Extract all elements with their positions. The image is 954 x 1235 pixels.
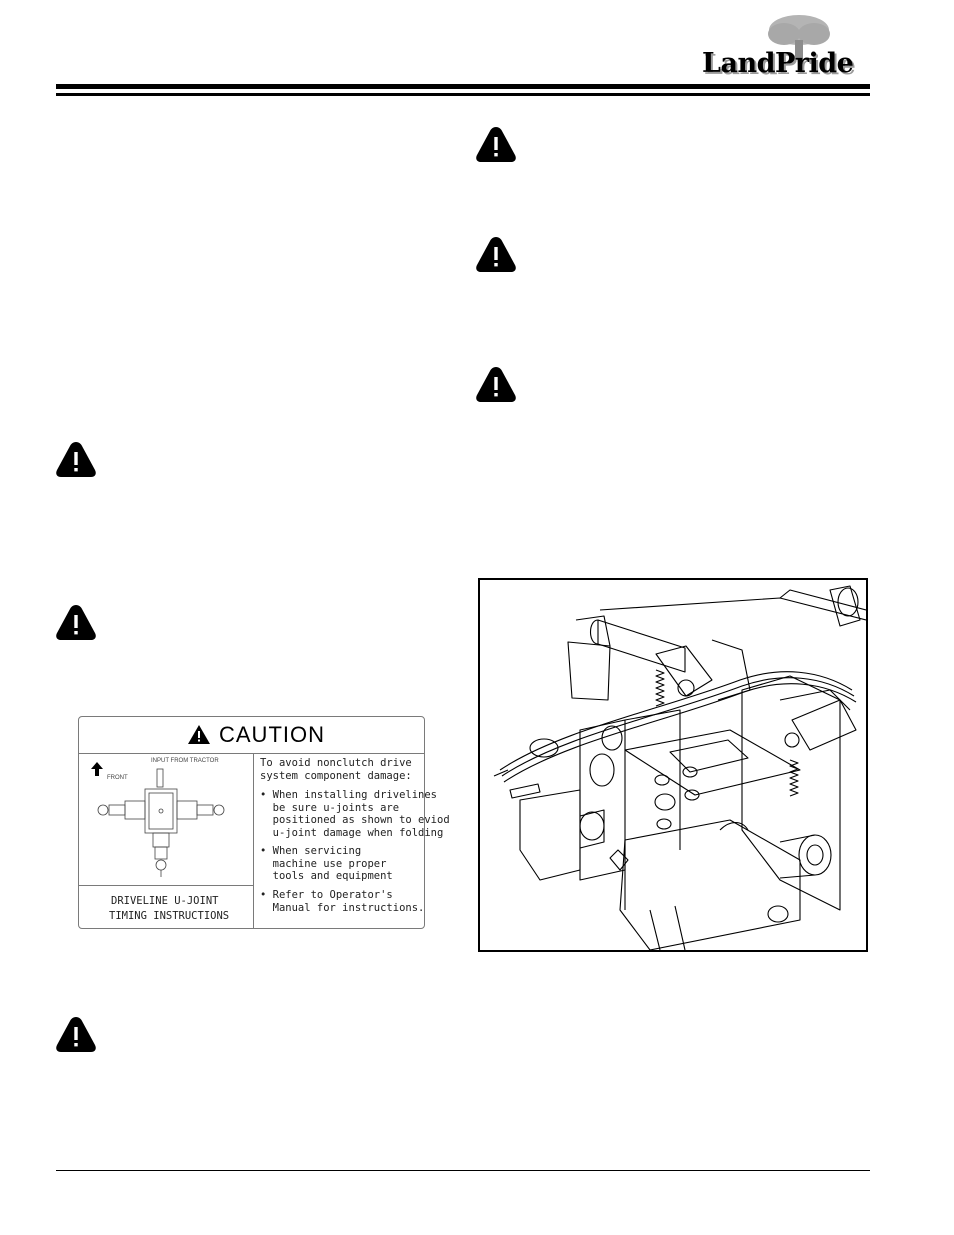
decal-bullet-3: • Refer to Operator's Manual for instruc…	[260, 889, 425, 914]
footer-rule	[56, 1170, 870, 1171]
hitch-drawing	[493, 585, 866, 950]
timing-title-line1: DRIVELINE U-JOINT	[111, 895, 219, 907]
decal-intro: To avoid nonclutch drive system componen…	[260, 757, 412, 782]
gearbox-diagram	[97, 768, 225, 877]
decal-title: CAUTION	[219, 722, 325, 747]
hitch-illustration	[478, 578, 868, 952]
tree-logo-icon	[768, 15, 830, 60]
caution-decal: CAUTION INPUT FROM TRACTOR FRONT DRIVELI…	[78, 716, 450, 929]
timing-title-line2: TIMING INSTRUCTIONS	[109, 910, 230, 922]
warning-triangle-icon	[476, 237, 516, 272]
front-label: FRONT	[107, 775, 128, 781]
land-pride-logo: LandPride	[698, 14, 874, 84]
warning-triangle-icon	[56, 1017, 96, 1052]
header-rule-thick	[56, 84, 870, 89]
header-rule-thin	[56, 93, 870, 96]
warning-triangle-icon	[476, 127, 516, 162]
input-label: INPUT FROM TRACTOR	[151, 758, 219, 764]
warning-triangle-icon	[476, 367, 516, 402]
decal-bullet-2: • When servicing machine use proper tool…	[260, 845, 393, 882]
decal-bullet-1: • When installing drivelines be sure u-j…	[260, 789, 450, 839]
caution-triangle-icon	[188, 725, 210, 744]
decal-divider	[79, 885, 253, 886]
decal-divider	[253, 753, 254, 928]
logo-wordmark: LandPride	[702, 48, 854, 79]
warning-triangle-icon	[56, 442, 96, 477]
decal-header: CAUTION	[79, 717, 424, 754]
front-arrow-icon	[91, 762, 103, 776]
warning-triangle-icon	[56, 605, 96, 640]
